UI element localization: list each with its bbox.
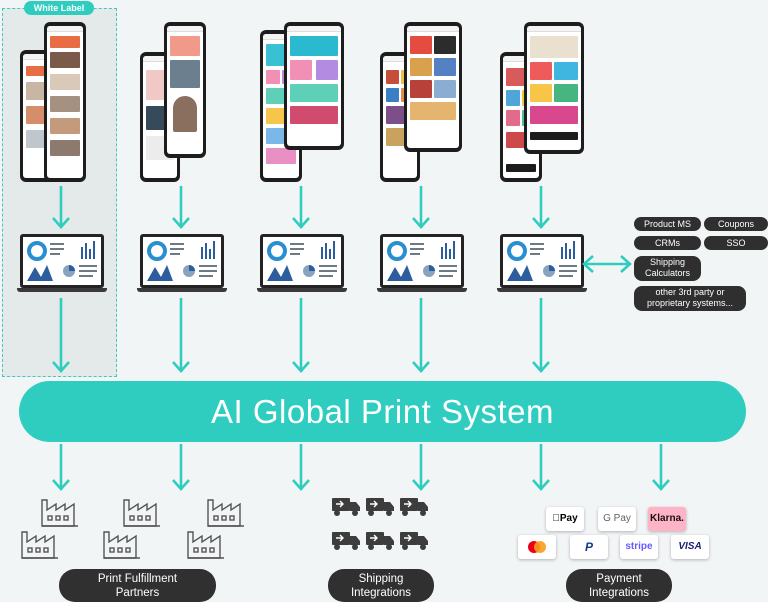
arrow-bidirectional-icon: [582, 255, 632, 273]
arrow-down-icon: [52, 298, 70, 373]
white-label-badge: White Label: [24, 1, 94, 15]
phone-mockup-icon: [284, 22, 344, 150]
arrow-down-icon: [292, 186, 310, 229]
factory-icon: [207, 499, 244, 527]
category-print-fulfillment: Print Fulfillment Partners: [59, 569, 216, 602]
laptop-dashboard-icon: [137, 234, 227, 292]
mastercard-icon: [528, 541, 546, 553]
factory-icon: [187, 531, 224, 559]
category-payment-integrations: Payment Integrations: [566, 569, 672, 602]
arrow-down-icon: [292, 444, 310, 491]
stripe-badge: stripe: [620, 535, 658, 559]
arrow-down-icon: [172, 444, 190, 491]
arrow-down-icon: [52, 186, 70, 229]
laptop-dashboard-icon: [257, 234, 347, 292]
arrow-down-icon: [292, 298, 310, 373]
phone-mockup-icon: [44, 22, 86, 182]
arrow-down-icon: [412, 186, 430, 229]
laptop-dashboard-icon: [17, 234, 107, 292]
factory-icon: [103, 531, 140, 559]
integration-other-systems: other 3rd party or proprietary systems..…: [634, 286, 746, 311]
arrow-down-icon: [412, 444, 430, 491]
laptop-dashboard-icon: [497, 234, 587, 292]
arrow-down-icon: [172, 298, 190, 373]
delivery-truck-icon: [400, 498, 428, 516]
arrow-down-icon: [52, 444, 70, 491]
visa-badge: VISA: [671, 535, 709, 559]
delivery-truck-icon: [332, 498, 360, 516]
arrow-down-icon: [532, 186, 550, 229]
paypal-badge: P: [570, 535, 608, 559]
laptop-dashboard-icon: [377, 234, 467, 292]
klarna-badge: Klarna.: [648, 507, 686, 531]
apple-pay-badge: Pay: [546, 507, 584, 531]
delivery-truck-icon: [366, 498, 394, 516]
mastercard-badge: [518, 535, 556, 559]
integration-shipping-calculators: Shipping Calculators: [634, 256, 701, 281]
google-pay-badge: G Pay: [598, 507, 636, 531]
factory-icon: [41, 499, 78, 527]
category-shipping-integrations: Shipping Integrations: [328, 569, 434, 602]
arrow-down-icon: [172, 186, 190, 229]
arrow-down-icon: [532, 444, 550, 491]
delivery-truck-icon: [332, 532, 360, 550]
arrow-down-icon: [412, 298, 430, 373]
delivery-truck-icon: [400, 532, 428, 550]
arrow-down-icon: [652, 444, 670, 491]
phone-mockup-icon: [164, 22, 206, 158]
integration-product-ms: Product MS: [634, 217, 701, 231]
phone-mockup-icon: [524, 22, 584, 154]
factory-icon: [21, 531, 58, 559]
apple-icon: : [552, 513, 560, 524]
integration-crms: CRMs: [634, 236, 701, 250]
delivery-truck-icon: [366, 532, 394, 550]
integration-coupons: Coupons: [704, 217, 768, 231]
factory-icon: [123, 499, 160, 527]
integration-sso: SSO: [704, 236, 768, 250]
ai-global-print-system-bar: AI Global Print System: [19, 381, 746, 442]
arrow-down-icon: [532, 298, 550, 373]
phone-mockup-icon: [404, 22, 462, 152]
